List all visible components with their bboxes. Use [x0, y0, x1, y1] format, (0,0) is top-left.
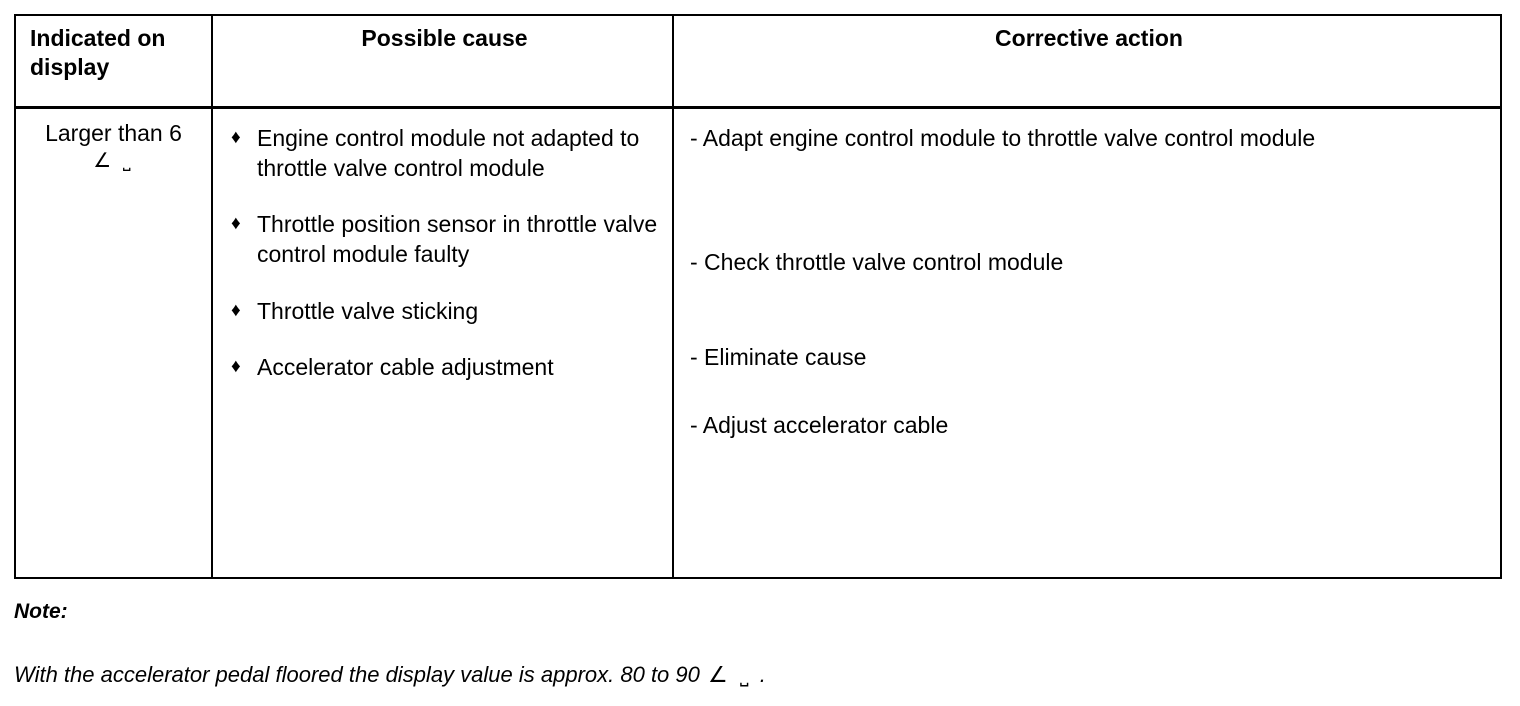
list-item: ♦ Throttle position sensor in throttle v… [227, 209, 660, 269]
cause-text: Throttle valve sticking [257, 297, 479, 324]
note-heading: Note: [14, 600, 68, 623]
list-item: ♦ Throttle valve sticking [227, 296, 660, 326]
column-header-possible-cause: Possible cause [211, 14, 674, 109]
indicator-wrapper: Larger than 6 ∠ ˽ [16, 109, 211, 174]
note-text-before: With the accelerator pedal floored the d… [14, 662, 700, 687]
indicated-value: Larger than 6 [45, 120, 182, 146]
diamond-bullet-icon: ♦ [231, 213, 241, 235]
note-block: Note: With the accelerator pedal floored… [14, 600, 1494, 688]
fault-diagnosis-table: Indicated on display Possible cause Corr… [14, 14, 1502, 579]
diamond-bullet-icon: ♦ [231, 299, 241, 321]
table-body: Larger than 6 ∠ ˽ ♦ Engine control modul… [14, 106, 1502, 579]
list-item: - Eliminate cause [690, 344, 867, 370]
action-list: - Adapt engine control module to throttl… [690, 123, 1488, 440]
note-body: With the accelerator pedal floored the d… [14, 662, 1494, 688]
angle-degree-unit-icon: ∠ ˽ [708, 662, 752, 687]
cause-text: Throttle position sensor in throttle val… [257, 211, 658, 268]
cause-list: ♦ Engine control module not adapted to t… [227, 123, 660, 382]
list-item: ♦ Accelerator cable adjustment [227, 352, 660, 382]
list-item: - Adjust accelerator cable [690, 412, 949, 438]
diamond-bullet-icon: ♦ [231, 355, 241, 377]
note-text-after: . [759, 662, 766, 687]
diamond-bullet-icon: ♦ [231, 127, 241, 148]
cause-text: Accelerator cable adjustment [257, 353, 554, 380]
column-header-indicated-on-display: Indicated on display [14, 14, 213, 109]
cell-possible-cause: ♦ Engine control module not adapted to t… [211, 106, 674, 579]
list-item: ♦ Engine control module not adapted to t… [227, 123, 660, 183]
cell-indicated-on-display: Larger than 6 ∠ ˽ [14, 106, 213, 579]
angle-degree-unit-icon: ∠ ˽ [93, 149, 134, 172]
action-wrapper: - Adapt engine control module to throttl… [674, 109, 1500, 440]
cause-text: Engine control module not adapted to thr… [257, 125, 640, 182]
table-row: Larger than 6 ∠ ˽ ♦ Engine control modul… [14, 106, 1502, 579]
table-header-row: Indicated on display Possible cause Corr… [14, 14, 1502, 109]
list-item: - Check throttle valve control module [690, 249, 1064, 275]
cell-corrective-action: - Adapt engine control module to throttl… [672, 106, 1502, 579]
cause-wrapper: ♦ Engine control module not adapted to t… [213, 109, 672, 382]
column-header-corrective-action: Corrective action [672, 14, 1502, 109]
list-item: - Adapt engine control module to throttl… [690, 125, 1316, 151]
table-header: Indicated on display Possible cause Corr… [14, 14, 1502, 109]
